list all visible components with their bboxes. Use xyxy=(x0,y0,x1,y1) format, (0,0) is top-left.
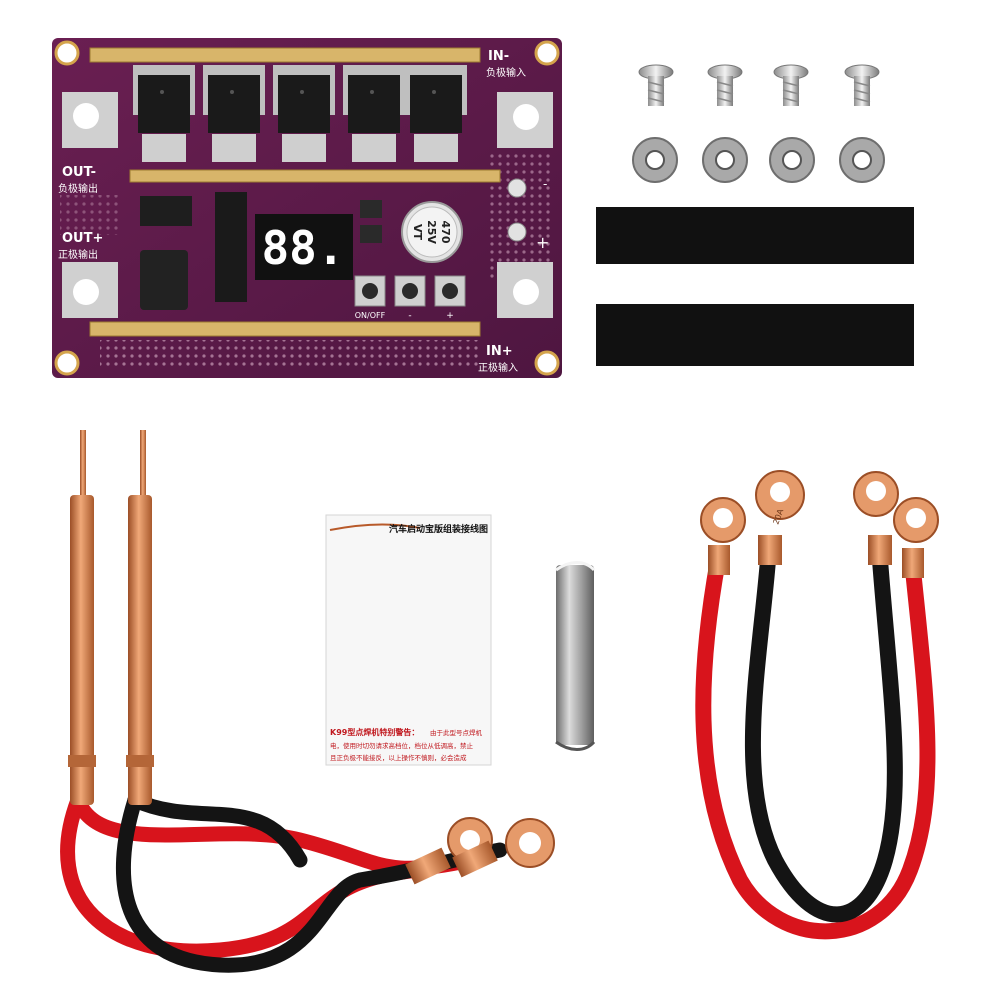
mosfet xyxy=(273,65,335,162)
card-warning-line1: 由于此型号点焊机 xyxy=(430,728,483,737)
out-pos-cn-label: 正极输出 xyxy=(58,248,98,261)
welding-pens xyxy=(60,430,555,973)
display-readout: 88. xyxy=(261,221,344,275)
pad-hole xyxy=(73,103,99,129)
pad-hole xyxy=(513,279,539,305)
ic-chip xyxy=(215,192,247,302)
card-warning-title: K99型点焊机特别警告： xyxy=(330,727,419,737)
in-neg-cn-label: 负极输入 xyxy=(486,66,526,79)
ring-terminal: 20A xyxy=(755,470,805,565)
battery-cables: 20A xyxy=(695,470,939,940)
onoff-button xyxy=(354,275,386,307)
terminal-negative xyxy=(507,178,527,198)
pen-body xyxy=(128,495,152,805)
copper-busbar-bottom xyxy=(89,321,481,337)
instruction-card: 汽车启动宝版组装接线图 K99型点焊机特别警告： 由于此型号点焊机 电，使用时切… xyxy=(325,514,492,766)
out-neg-label: OUT- xyxy=(62,165,96,180)
pen-tip xyxy=(140,430,146,500)
mounting-hole xyxy=(534,350,560,376)
screw xyxy=(844,64,880,106)
pad-hole xyxy=(513,104,539,130)
black-pen-wire-loop xyxy=(127,792,308,868)
cap-series: VT xyxy=(411,224,424,241)
mounting-hole xyxy=(54,350,80,376)
capacitor: 470 25V VT xyxy=(401,201,463,263)
heat-shrink-tube xyxy=(596,304,914,366)
red-battery-cable xyxy=(695,552,936,940)
in-pos-label: IN+ xyxy=(486,344,513,359)
out-neg-cn-label: 负极输出 xyxy=(58,182,98,195)
pcb-via-field-bottom xyxy=(100,340,480,370)
card-paper xyxy=(325,514,492,766)
minus-label: - xyxy=(408,311,411,321)
ring-terminal xyxy=(700,497,746,575)
pen-tip xyxy=(80,430,86,500)
terminal-pads xyxy=(62,92,553,318)
mosfet xyxy=(405,65,467,162)
buzzer xyxy=(140,250,188,310)
plus-label: + xyxy=(446,311,454,321)
screw xyxy=(773,64,809,106)
screw xyxy=(707,64,743,106)
pen-body xyxy=(70,495,94,805)
mosfet-row xyxy=(133,65,467,162)
card-warning-line2: 电，使用时切勿请求高档位，档位从低调高，禁止 xyxy=(330,741,474,750)
card-warning-line3: 且正负极不能接反，以上操作不慎则，必会造成 xyxy=(330,753,467,762)
regulator-chip xyxy=(140,196,192,226)
ring-terminal xyxy=(853,471,899,565)
mosfet xyxy=(343,65,405,162)
nickel-strip-roll xyxy=(555,561,596,751)
black-battery-cable xyxy=(744,552,903,923)
terminal-plus-label: + xyxy=(536,233,549,252)
spot-welder-pcb: 88. 470 25V VT ON/OFF - + - + xyxy=(52,38,562,378)
smd-component xyxy=(360,200,382,218)
copper-busbar-middle xyxy=(129,169,501,183)
button-row: ON/OFF - + xyxy=(354,275,466,321)
terminal-minus-label: - xyxy=(543,177,547,191)
in-pos-cn-label: 正极输入 xyxy=(478,361,518,374)
nuts xyxy=(632,137,885,183)
terminal-positive xyxy=(507,222,527,242)
cap-value: 470 xyxy=(439,221,452,244)
screw xyxy=(638,64,674,106)
onoff-label: ON/OFF xyxy=(355,311,386,320)
black-pen-wire xyxy=(115,792,508,973)
screws xyxy=(638,64,880,106)
heat-shrink-tube xyxy=(596,207,914,264)
seven-segment-display xyxy=(255,214,353,280)
cap-voltage: 25V xyxy=(425,220,438,244)
in-neg-label: IN- xyxy=(488,49,509,64)
ring-terminal xyxy=(893,497,939,578)
mosfet xyxy=(203,65,265,162)
mounting-hole xyxy=(534,40,560,66)
card-header: 汽车启动宝版组装接线图 xyxy=(389,523,488,535)
pcb-via-field-left xyxy=(60,195,120,235)
copper-busbar-top xyxy=(89,47,481,63)
pad-hole xyxy=(73,279,99,305)
smd-component xyxy=(360,225,382,243)
out-pos-label: OUT+ xyxy=(62,231,103,246)
ring-terminal xyxy=(452,818,555,878)
mounting-hole xyxy=(54,40,80,66)
mosfet xyxy=(133,65,195,162)
